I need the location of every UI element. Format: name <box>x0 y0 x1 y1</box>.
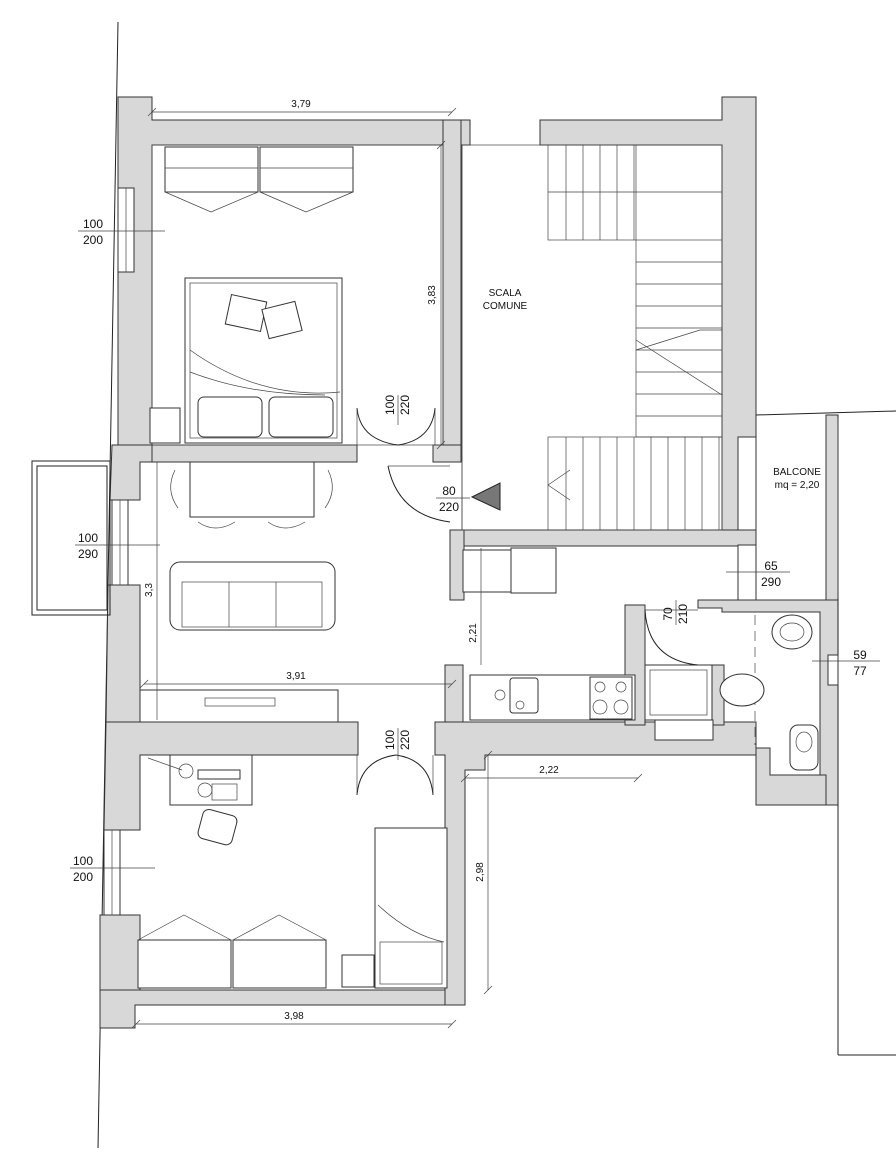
double-bed <box>184 277 343 444</box>
tv-cabinet <box>139 689 339 723</box>
bedroom-door-w: 100 <box>383 395 397 415</box>
bath-window-h: 77 <box>853 664 867 678</box>
room2-door-w: 100 <box>383 730 397 750</box>
room2-window-h: 200 <box>73 870 93 884</box>
nightstand <box>341 954 375 988</box>
room2-window-w: 100 <box>73 854 93 868</box>
entrance-arrow-icon <box>470 482 501 511</box>
stair-direction-arrows <box>547 329 723 501</box>
labels: 3,79 3,83 3,3 3,91 2,21 2,22 2,98 3,98 1… <box>73 99 867 1022</box>
dining-table <box>170 461 333 529</box>
bathroom <box>644 614 819 771</box>
dimension-lines <box>70 107 880 1029</box>
single-bed <box>374 827 448 989</box>
common-stair <box>461 144 723 531</box>
sofa <box>169 561 336 631</box>
dim-living-height: 3,3 <box>144 583 155 597</box>
entrance-door-h: 220 <box>439 500 459 514</box>
bath-window-w: 59 <box>853 648 867 662</box>
right-balcony <box>755 410 896 1056</box>
balcony-label-1: BALCONE <box>773 467 821 478</box>
dim-room2-height: 2,98 <box>475 862 486 882</box>
balcony-door-w: 65 <box>764 559 778 573</box>
bedroom-wardrobes <box>164 146 354 213</box>
bedside-table <box>149 407 181 444</box>
dim-bottom-width: 3,98 <box>284 1011 304 1022</box>
stair-steps <box>548 145 722 530</box>
stair-label-1: SCALA <box>489 288 522 299</box>
bedroom-door-h: 220 <box>398 395 412 415</box>
living-window-h: 290 <box>78 547 98 561</box>
kitchen <box>462 547 636 721</box>
windows <box>103 187 839 916</box>
room2-door-h: 220 <box>398 730 412 750</box>
bedroom-window-h: 200 <box>83 233 103 247</box>
entrance-door-w: 80 <box>442 484 456 498</box>
desk <box>147 754 253 806</box>
balcony-door-h: 290 <box>761 575 781 589</box>
dim-top-width: 3,79 <box>291 99 311 110</box>
dim-room2-width: 2,22 <box>539 765 559 776</box>
dim-bedroom-height: 3,83 <box>427 285 438 305</box>
living-window-w: 100 <box>78 531 98 545</box>
room2-wardrobes <box>137 914 327 989</box>
dim-living-width: 3,91 <box>286 671 306 682</box>
dim-kitchen-height: 2,21 <box>468 623 479 643</box>
walls <box>99 96 839 1029</box>
left-balcony <box>31 460 111 616</box>
doors <box>356 407 699 796</box>
stair-label-2: COMUNE <box>483 301 528 312</box>
balcony-label-2: mq = 2,20 <box>775 480 820 491</box>
bath-door-h: 210 <box>676 604 690 624</box>
desk-chair <box>197 808 238 846</box>
bedroom-window-w: 100 <box>83 217 103 231</box>
bath-door-w: 70 <box>661 607 675 621</box>
